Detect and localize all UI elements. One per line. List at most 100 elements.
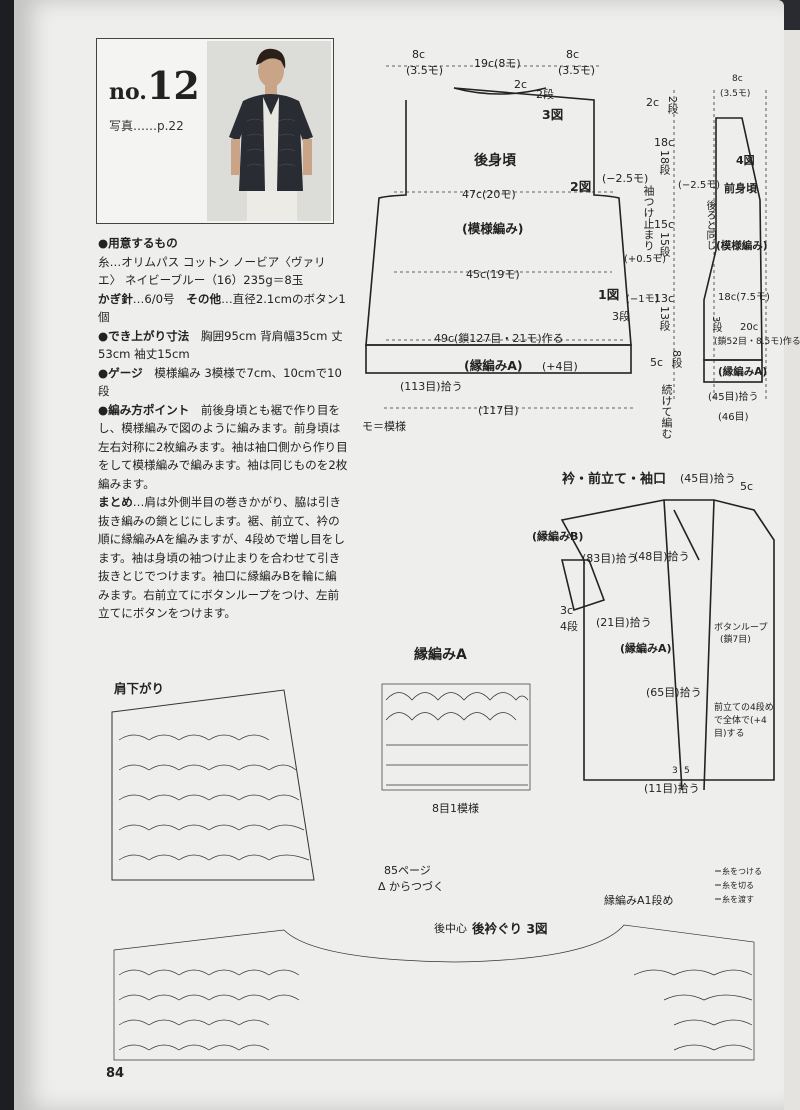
yarn-spec: 糸…オリムパス コットン ノービア〈ヴァリエ〉 ネイビーブルー（16）235g＝… <box>98 254 326 288</box>
border-a-title: 縁編みA <box>414 647 467 663</box>
finishing: まとめ…肩は外側半目の巻きかがり、脇は引き抜き編みの鎖とじにします。裾、前立て、… <box>98 495 345 620</box>
front-width-20: 20c <box>740 322 759 333</box>
schematic-diagrams <box>111 65 775 1061</box>
front-body-title: 前身頃 <box>724 182 757 195</box>
front-width-18: 18c(7.5モ) <box>718 292 770 303</box>
continue-page: 85ページ <box>384 864 431 877</box>
front-foundation: (鎖52目・8.5モ)作る <box>714 337 800 347</box>
collar-pick-45: (45目)拾う <box>680 472 736 485</box>
front-pattern: (模様編み) <box>716 240 768 252</box>
cuff-outline <box>560 559 606 612</box>
materials-heading: ●用意するもの <box>98 236 178 250</box>
border-a1-row: 縁編みA1段め <box>604 894 674 907</box>
front-border: (縁編みA) <box>718 366 768 378</box>
side-13c: 13c <box>654 292 675 305</box>
pattern-number: no.12 <box>109 63 200 108</box>
back-fig3: 3図 <box>542 107 564 122</box>
button-loop: ボタンループ <box>714 623 768 633</box>
instructions-text: ●用意するもの 糸…オリムパス コットン ノービア〈ヴァリエ〉 ネイビーブルー（… <box>98 234 348 623</box>
front-total-46: (46目) <box>718 412 749 423</box>
neckline-title: 後衿ぐり 3図 <box>472 921 548 936</box>
collar-pick-83: (83目)拾う <box>582 552 638 565</box>
neckline-chart <box>113 924 755 1061</box>
front-dec: (−2.5モ) <box>678 180 721 191</box>
front-band-inc-note: 前立ての4段めで全体で(+4目)する <box>714 703 774 739</box>
back-border-inc: (+4目) <box>542 360 578 373</box>
legend-mo: モ＝模様 <box>362 420 406 433</box>
key-cut: ＝糸を切る <box>714 881 754 890</box>
side-13rows: 13段 <box>658 306 671 331</box>
back-body-outline <box>365 87 632 346</box>
side-2rows: 2段 <box>666 96 679 114</box>
collar-3c: 3c <box>560 604 574 617</box>
photo-reference: 写真……p.22 <box>109 119 184 133</box>
side-18c: 18c <box>654 136 675 149</box>
side-15c: 15c <box>654 218 675 231</box>
page-number: 84 <box>106 1066 125 1081</box>
band-3: 3 <box>672 766 678 776</box>
back-shoulder-right: 8c <box>566 48 580 61</box>
collar-border-b: (縁編みB) <box>532 530 584 543</box>
back-width-mid: 45c(19モ) <box>466 268 520 281</box>
back-shoulder-right-sub: (3.5モ) <box>558 64 596 77</box>
back-fig2: 2図 <box>570 179 592 194</box>
back-center: 後中心 <box>434 922 467 935</box>
back-border-band <box>365 344 632 374</box>
band-5: 5 <box>684 766 690 776</box>
button-loop-sub: (鎖7目) <box>720 635 751 645</box>
side-15rows: 15段 <box>658 232 671 257</box>
side-2c: 2c <box>646 96 660 109</box>
back-pattern: (模様編み) <box>462 221 524 236</box>
back-body-title: 後身頃 <box>474 153 516 169</box>
front-pick-45: (45目)拾う <box>708 392 759 403</box>
back-pick-113: (113目)拾う <box>400 380 463 393</box>
collar-pick-48: (48目)拾う <box>634 550 690 563</box>
side-continue: 続けて編む <box>660 384 673 439</box>
collar-diagram-outline <box>560 499 775 781</box>
key-carry: ＝糸を渡す <box>714 895 754 904</box>
back-neck-depth: 2c <box>514 78 528 91</box>
back-neck-rows: 2段 <box>536 88 554 101</box>
front-rows3: 3段 <box>710 316 721 333</box>
front-symmetric: 後ろと同じ <box>704 200 715 250</box>
border-a-chart <box>381 683 531 791</box>
front-top: 8c <box>732 74 743 84</box>
tools-line: かぎ針…6/0号 その他…直径2.1cmのボタン1個 <box>98 291 346 325</box>
collar-4rows: 4段 <box>560 620 578 633</box>
back-rows3: 3段 <box>612 310 630 323</box>
back-shoulder-left: 8c <box>412 48 426 61</box>
continue-from: Δ からつづく <box>378 880 445 893</box>
back-width-top: 47c(20モ) <box>462 188 516 201</box>
sleeve-stop: 袖つけ止まり <box>642 185 655 251</box>
collar-5c: 5c <box>740 480 754 493</box>
side-5c: 5c <box>650 356 664 369</box>
finished-size: ●でき上がり寸法 胸囲95cm 背肩幅35cm 丈53cm 袖丈15cm <box>98 328 343 362</box>
side-dec1: (−1モ) <box>626 294 659 305</box>
back-border-label: (縁編みA) <box>464 358 523 373</box>
side-8rows: 8段 <box>670 350 683 368</box>
front-band-lines <box>663 499 715 791</box>
side-inc: (+0.5モ) <box>624 254 667 265</box>
front-fig4: 4図 <box>736 154 755 167</box>
back-shoulder-left-sub: (3.5モ) <box>406 64 444 77</box>
knitting-points: ●編み方ポイント 前後身頃とも裾で作り目をし、模様編みで図のように編みます。前身… <box>98 402 348 491</box>
front-top-sub: (3.5モ) <box>720 89 751 99</box>
back-neck-width: 19c(8モ) <box>474 57 521 70</box>
front-border-band <box>703 359 763 383</box>
collar-border-a: (縁編みA) <box>620 642 672 655</box>
back-foundation: 49c(鎖127目・21モ)作る <box>434 332 564 345</box>
collar-pick-21: (21目)拾う <box>596 616 652 629</box>
model-illustration <box>207 41 331 221</box>
border-a-repeat: 8目1模様 <box>432 802 479 815</box>
pattern-header: no.12 写真……p.22 <box>96 38 334 224</box>
model-photo <box>207 41 331 221</box>
gauge: ●ゲージ 模様編み 3模様で7cm、10cmで10段 <box>98 365 342 399</box>
collar-pick-65: (65目)拾う <box>646 686 702 699</box>
key-attach: ＝糸をつける <box>714 867 762 876</box>
back-dec: (−2.5モ) <box>602 172 649 185</box>
shoulder-chart <box>111 689 315 881</box>
back-fig1: 1図 <box>598 287 620 302</box>
book-page: no.12 写真……p.22 ●用意するもの 糸…オ <box>14 0 800 1110</box>
shoulder-chart-title: 肩下がり <box>114 681 165 696</box>
collar-pick-11: (11目)拾う <box>644 782 700 795</box>
